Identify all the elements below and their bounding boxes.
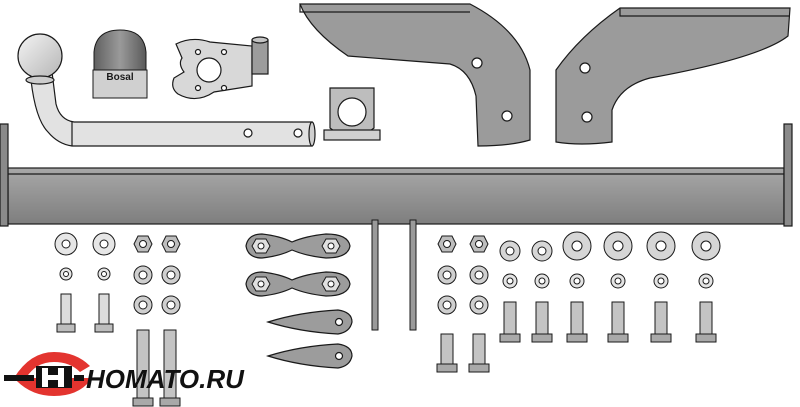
hex-nuts-middle: [437, 235, 489, 253]
left-mounting-bracket: [299, 3, 531, 147]
washers-left: [54, 232, 116, 281]
right-mounting-bracket: [555, 7, 791, 145]
u-clamp: [323, 87, 381, 141]
socket-mounting-plate: [172, 36, 269, 100]
tapered-strips: [265, 309, 353, 369]
bolts-short-left: [56, 293, 114, 333]
brand-text: HOMATO.RU: [86, 364, 245, 394]
hex-nuts-left: [133, 235, 181, 253]
tow-ball-neck: [29, 69, 316, 147]
bolts-middle: [436, 333, 490, 373]
bolts-right: [499, 301, 717, 343]
ball-cover-cap: [92, 29, 148, 99]
spring-washers-middle: [437, 265, 489, 315]
spring-washers-right: [502, 273, 714, 289]
cover-label: Bosal: [106, 72, 133, 83]
spring-washers-left: [133, 265, 181, 315]
threaded-rods: [371, 219, 417, 331]
link-plates: [245, 233, 351, 297]
homato-logo-icon: [4, 352, 92, 396]
bolts-long-left: [132, 329, 181, 407]
washers-right: [499, 231, 721, 262]
tow-ball: [17, 33, 63, 85]
crossbar-beam: [0, 123, 793, 227]
link-plate-nuts: [251, 238, 341, 292]
